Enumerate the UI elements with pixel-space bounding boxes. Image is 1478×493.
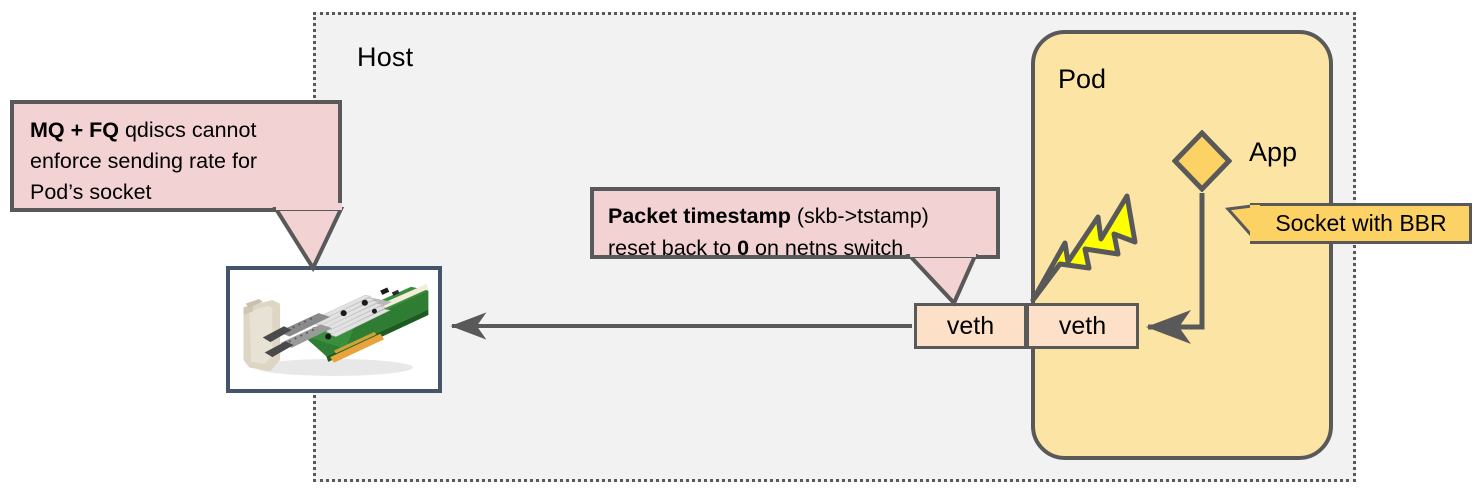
callout-2-zero: 0 (737, 236, 750, 260)
callout-1-line-1: MQ + FQ qdiscs cannot (30, 115, 338, 146)
callout-1-rest: qdiscs cannot (119, 118, 257, 142)
callout-2-line-1: Packet timestamp (skb->tstamp) (608, 200, 996, 232)
socket-bbr-label: Socket with BBR (1275, 210, 1447, 236)
app-diamond-icon (1171, 129, 1233, 193)
veth-host-label: veth (946, 311, 995, 340)
app-label: App (1249, 137, 1298, 167)
callout-mq-fq: MQ + FQ qdiscs cannot enforce sending ra… (10, 100, 342, 212)
socket-bbr-box: Socket with BBR (1250, 203, 1472, 244)
veth-pod-box: veth (1026, 303, 1139, 349)
callout-2-line-2-b: on netns switch (749, 236, 904, 260)
nic-image-box (226, 266, 442, 393)
host-label: Host (357, 42, 414, 72)
callout-1-bold: MQ + FQ (30, 118, 119, 142)
callout-1-line-3: Pod’s socket (30, 180, 152, 204)
network-card-icon (230, 270, 438, 389)
diamond-shape (1171, 129, 1233, 193)
callout-2-bold: Packet timestamp (608, 204, 791, 228)
callout-2-line-2: reset back to 0 on netns switch (608, 232, 996, 264)
callout-1-line-2: enforce sending rate for (30, 149, 258, 173)
veth-host-box: veth (914, 303, 1027, 349)
veth-pod-label: veth (1058, 311, 1107, 340)
callout-2-rest: (skb->tstamp) (790, 204, 929, 228)
callout-2-line-2-a: reset back to (608, 236, 738, 260)
callout-packet-timestamp: Packet timestamp (skb->tstamp) reset bac… (590, 187, 1000, 260)
pod-label: Pod (1058, 64, 1107, 94)
